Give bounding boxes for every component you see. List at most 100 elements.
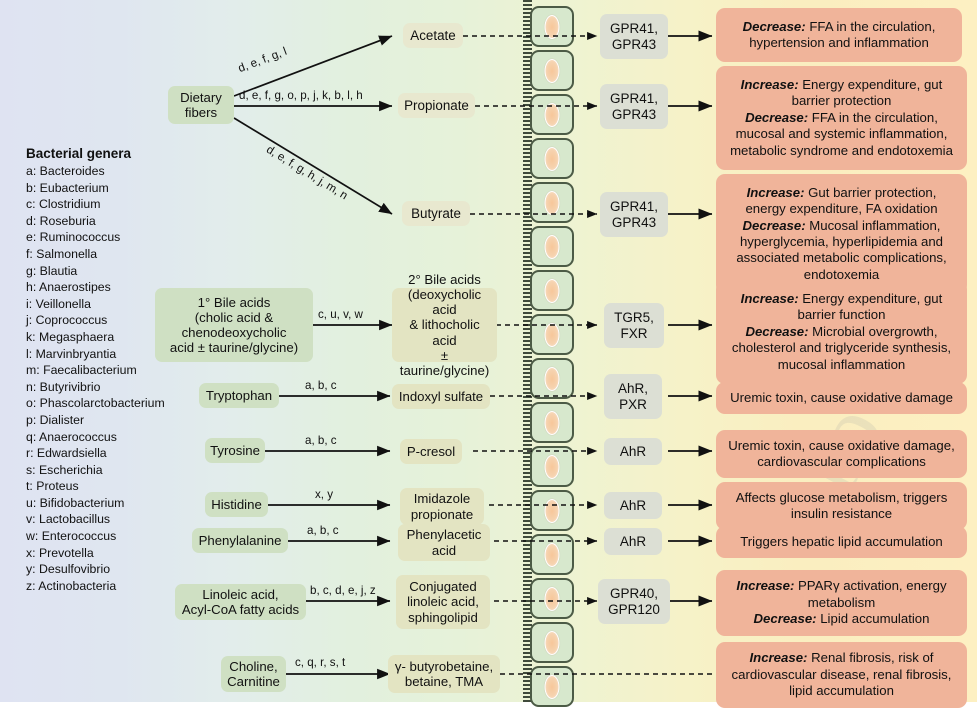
epithelial-cell bbox=[530, 666, 574, 707]
outcome-text: Uremic toxin, cause oxidative damage,car… bbox=[728, 437, 955, 469]
metabolite-secondary-bile-acids[interactable]: 2° Bile acids(deoxycholic acid& lithocho… bbox=[392, 272, 497, 378]
metabolite-propionate[interactable]: Propionate bbox=[398, 93, 475, 118]
cell-nucleus bbox=[544, 674, 560, 699]
outcome-text: Uremic toxin, cause oxidative damage bbox=[730, 389, 953, 405]
receptor-p-cresol[interactable]: AhR bbox=[604, 438, 662, 465]
arrow-label-fibers-to-propionate: d, e, f, g, o, p, j, k, b, l, h bbox=[239, 89, 363, 102]
receptor-conjugated-linoleic-acid[interactable]: GPR40,GPR120 bbox=[598, 579, 670, 624]
epithelial-cell bbox=[530, 182, 574, 223]
arrow-label-linoleic: b, c, d, e, j, z bbox=[310, 584, 376, 597]
legend-item: m: Faecalibacterium bbox=[26, 363, 137, 378]
receptor-phenylacetic-acid[interactable]: AhR bbox=[604, 528, 662, 555]
cell-nucleus bbox=[544, 498, 560, 523]
substrate-tryptophan[interactable]: Tryptophan bbox=[199, 383, 279, 408]
cell-nucleus bbox=[544, 630, 560, 655]
receptor-indoxyl-sulfate[interactable]: AhR,PXR bbox=[604, 374, 662, 419]
legend-item: e: Ruminococcus bbox=[26, 230, 121, 245]
cell-nucleus bbox=[544, 410, 560, 435]
epithelial-cell bbox=[530, 314, 574, 355]
legend-item: t: Proteus bbox=[26, 479, 79, 494]
legend-item: h: Anaerostipes bbox=[26, 280, 111, 295]
outcome-text: Triggers hepatic lipid accumulation bbox=[740, 533, 943, 549]
outcome-indoxyl-sulfate[interactable]: Uremic toxin, cause oxidative damage bbox=[716, 382, 967, 414]
epithelial-cell bbox=[530, 94, 574, 135]
legend-item: n: Butyrivibrio bbox=[26, 379, 101, 394]
receptor-butyrate[interactable]: GPR41,GPR43 bbox=[600, 192, 668, 237]
legend-item: f: Salmonella bbox=[26, 246, 98, 261]
metabolite-p-cresol[interactable]: P-cresol bbox=[400, 439, 462, 464]
legend-item: r: Edwardsiella bbox=[26, 446, 107, 461]
outcome-phenylacetic-acid[interactable]: Triggers hepatic lipid accumulation bbox=[716, 526, 967, 558]
metabolite-indoxyl-sulfate[interactable]: Indoxyl sulfate bbox=[392, 384, 490, 409]
receptor-propionate[interactable]: GPR41,GPR43 bbox=[600, 84, 668, 129]
substrate-linoleic-acid[interactable]: Linoleic acid,Acyl-CoA fatty acids bbox=[175, 584, 306, 620]
cell-nucleus bbox=[544, 278, 560, 303]
cell-nucleus bbox=[544, 586, 560, 611]
arrow-label-phenylalanine: a, b, c bbox=[307, 524, 339, 537]
cell-nucleus bbox=[544, 190, 560, 215]
cell-nucleus bbox=[544, 14, 560, 39]
legend-item: z: Actinobacteria bbox=[26, 578, 117, 593]
arrow-label-fibers-to-butyrate: d, e, f, g, h, j, m, n bbox=[264, 142, 350, 203]
arrow-label-choline: c, q, r, s, t bbox=[295, 656, 346, 669]
metabolite-butyrate[interactable]: Butyrate bbox=[402, 201, 470, 226]
outcome-butyrate[interactable]: Increase: Gut barrier protection,energy … bbox=[716, 174, 967, 294]
epithelial-cell bbox=[530, 534, 574, 575]
legend-item: i: Veillonella bbox=[26, 296, 91, 311]
substrate-primary-bile-acids[interactable]: 1° Bile acids(cholic acid &chenodeoxycho… bbox=[155, 288, 313, 362]
legend-item: w: Enterococcus bbox=[26, 529, 117, 544]
metabolite-gamma-butyrobetaine[interactable]: γ- butyrobetaine,betaine, TMA bbox=[388, 655, 500, 693]
cell-nucleus bbox=[544, 146, 560, 171]
brush-border-microvilli bbox=[523, 0, 532, 702]
legend-item: b: Eubacterium bbox=[26, 180, 109, 195]
epithelial-cell bbox=[530, 622, 574, 663]
epithelial-cell bbox=[530, 270, 574, 311]
legend-item: p: Dialister bbox=[26, 412, 85, 427]
arrow-label-fibers-to-acetate: d, e, f, g, l bbox=[236, 44, 289, 75]
legend-item: y: Desulfovibrio bbox=[26, 562, 111, 577]
receptor-acetate[interactable]: GPR41,GPR43 bbox=[600, 14, 668, 59]
legend-item: k: Megasphaera bbox=[26, 329, 115, 344]
epithelial-cell bbox=[530, 226, 574, 267]
substrate-histidine[interactable]: Histidine bbox=[205, 492, 268, 517]
arrow-label-histidine: x, y bbox=[315, 488, 334, 501]
legend-item: c: Clostridium bbox=[26, 197, 101, 212]
outcome-text: Increase: Gut barrier protection,energy … bbox=[736, 184, 947, 282]
intestinal-epithelium bbox=[513, 0, 575, 707]
outcome-text: Decrease: FFA in the circulation,hyperte… bbox=[742, 18, 936, 50]
substrate-tyrosine[interactable]: Tyrosine bbox=[205, 438, 265, 463]
legend-item: j: Coprococcus bbox=[26, 313, 108, 328]
outcome-acetate[interactable]: Decrease: FFA in the circulation,hyperte… bbox=[716, 8, 962, 62]
substrate-choline-carnitine[interactable]: Choline,Carnitine bbox=[221, 656, 286, 692]
cell-nucleus bbox=[544, 454, 560, 479]
cell-nucleus bbox=[544, 58, 560, 83]
legend-item: v: Lactobacillus bbox=[26, 512, 111, 527]
arrow-label-tryptophan: a, b, c bbox=[305, 379, 337, 392]
outcome-p-cresol[interactable]: Uremic toxin, cause oxidative damage,car… bbox=[716, 430, 967, 478]
metabolite-acetate[interactable]: Acetate bbox=[403, 23, 463, 48]
cell-nucleus bbox=[544, 102, 560, 127]
epithelial-cell bbox=[530, 138, 574, 179]
legend-title: Bacterial genera bbox=[26, 146, 132, 161]
receptor-bile-acids[interactable]: TGR5,FXR bbox=[604, 303, 664, 348]
receptor-imidazole-propionate[interactable]: AhR bbox=[604, 492, 662, 519]
substrate-phenylalanine[interactable]: Phenylalanine bbox=[192, 528, 288, 553]
arrow-label-bile-acids: c, u, v, w bbox=[318, 308, 363, 321]
arrow-label-tyrosine: a, b, c bbox=[305, 434, 337, 447]
epithelial-cell bbox=[530, 50, 574, 91]
